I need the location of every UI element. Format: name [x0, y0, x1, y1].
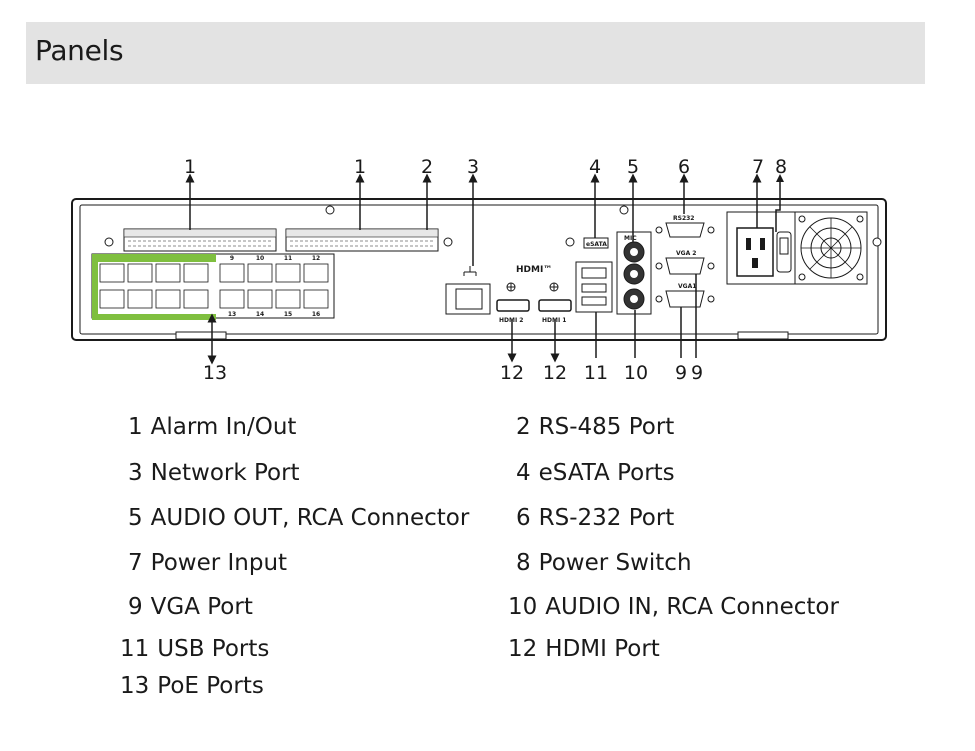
- rs232-vga-block: RS232 VGA 2 VGA1: [655, 215, 715, 308]
- poe-port-number: 16: [312, 311, 320, 318]
- callout-number: 6: [678, 156, 690, 178]
- callout-number: 11: [584, 362, 608, 384]
- callout-number: 1: [354, 156, 366, 178]
- callout-number: 5: [627, 156, 639, 178]
- callout-number: 10: [624, 362, 648, 384]
- hdmi-logo: HDMI™: [516, 265, 552, 275]
- poe-port-bank: 9 10 11 12 13 14 15 16: [91, 253, 335, 320]
- hdmi1-label: HDMI 1: [542, 317, 566, 324]
- alarm-terminal-block-right: [285, 228, 439, 252]
- hdmi2-label: HDMI 2: [499, 317, 523, 324]
- callout-number: 1: [184, 156, 196, 178]
- poe-port-number: 10: [256, 255, 264, 262]
- power-block: [726, 211, 796, 285]
- leader-lines: [185, 173, 784, 365]
- hdmi-ports: HDMI™ HDMI 2 HDMI 1: [496, 265, 572, 324]
- network-port: [445, 266, 491, 315]
- rear-panel-diagram: 9 10 11 12 13 14 15 16 HDMI™ HDMI 2 HDMI…: [71, 156, 887, 384]
- audio-rca-block: MIC: [616, 231, 652, 315]
- poe-port-number: 12: [312, 255, 320, 262]
- callout-number: 12: [543, 362, 567, 384]
- callout-number: 13: [203, 362, 227, 384]
- vga2-label: VGA 2: [676, 250, 696, 257]
- poe-port-number: 15: [284, 311, 292, 318]
- mic-label: MIC: [624, 235, 637, 242]
- fan-grille: [794, 211, 868, 285]
- section-title: Panels: [35, 34, 124, 67]
- callout-number: 8: [775, 156, 787, 178]
- poe-port-number: 11: [284, 255, 292, 262]
- callout-number: 3: [467, 156, 479, 178]
- esata-usb-block: eSATA: [575, 237, 613, 313]
- callout-number: 7: [752, 156, 764, 178]
- callout-number: 2: [421, 156, 433, 178]
- vga1-label: VGA1: [678, 283, 696, 290]
- callout-number: 12: [500, 362, 524, 384]
- alarm-terminal-block-left: [123, 228, 277, 252]
- poe-port-number: 9: [230, 255, 234, 262]
- callout-number: 9: [691, 362, 703, 384]
- callout-number: 4: [589, 156, 601, 178]
- esata-label: eSATA: [586, 241, 607, 248]
- rs232-label: RS232: [673, 215, 694, 222]
- poe-port-number: 13: [228, 311, 236, 318]
- callout-number: 9: [675, 362, 687, 384]
- section-header-bar: Panels: [26, 22, 925, 84]
- poe-port-number: 14: [256, 311, 264, 318]
